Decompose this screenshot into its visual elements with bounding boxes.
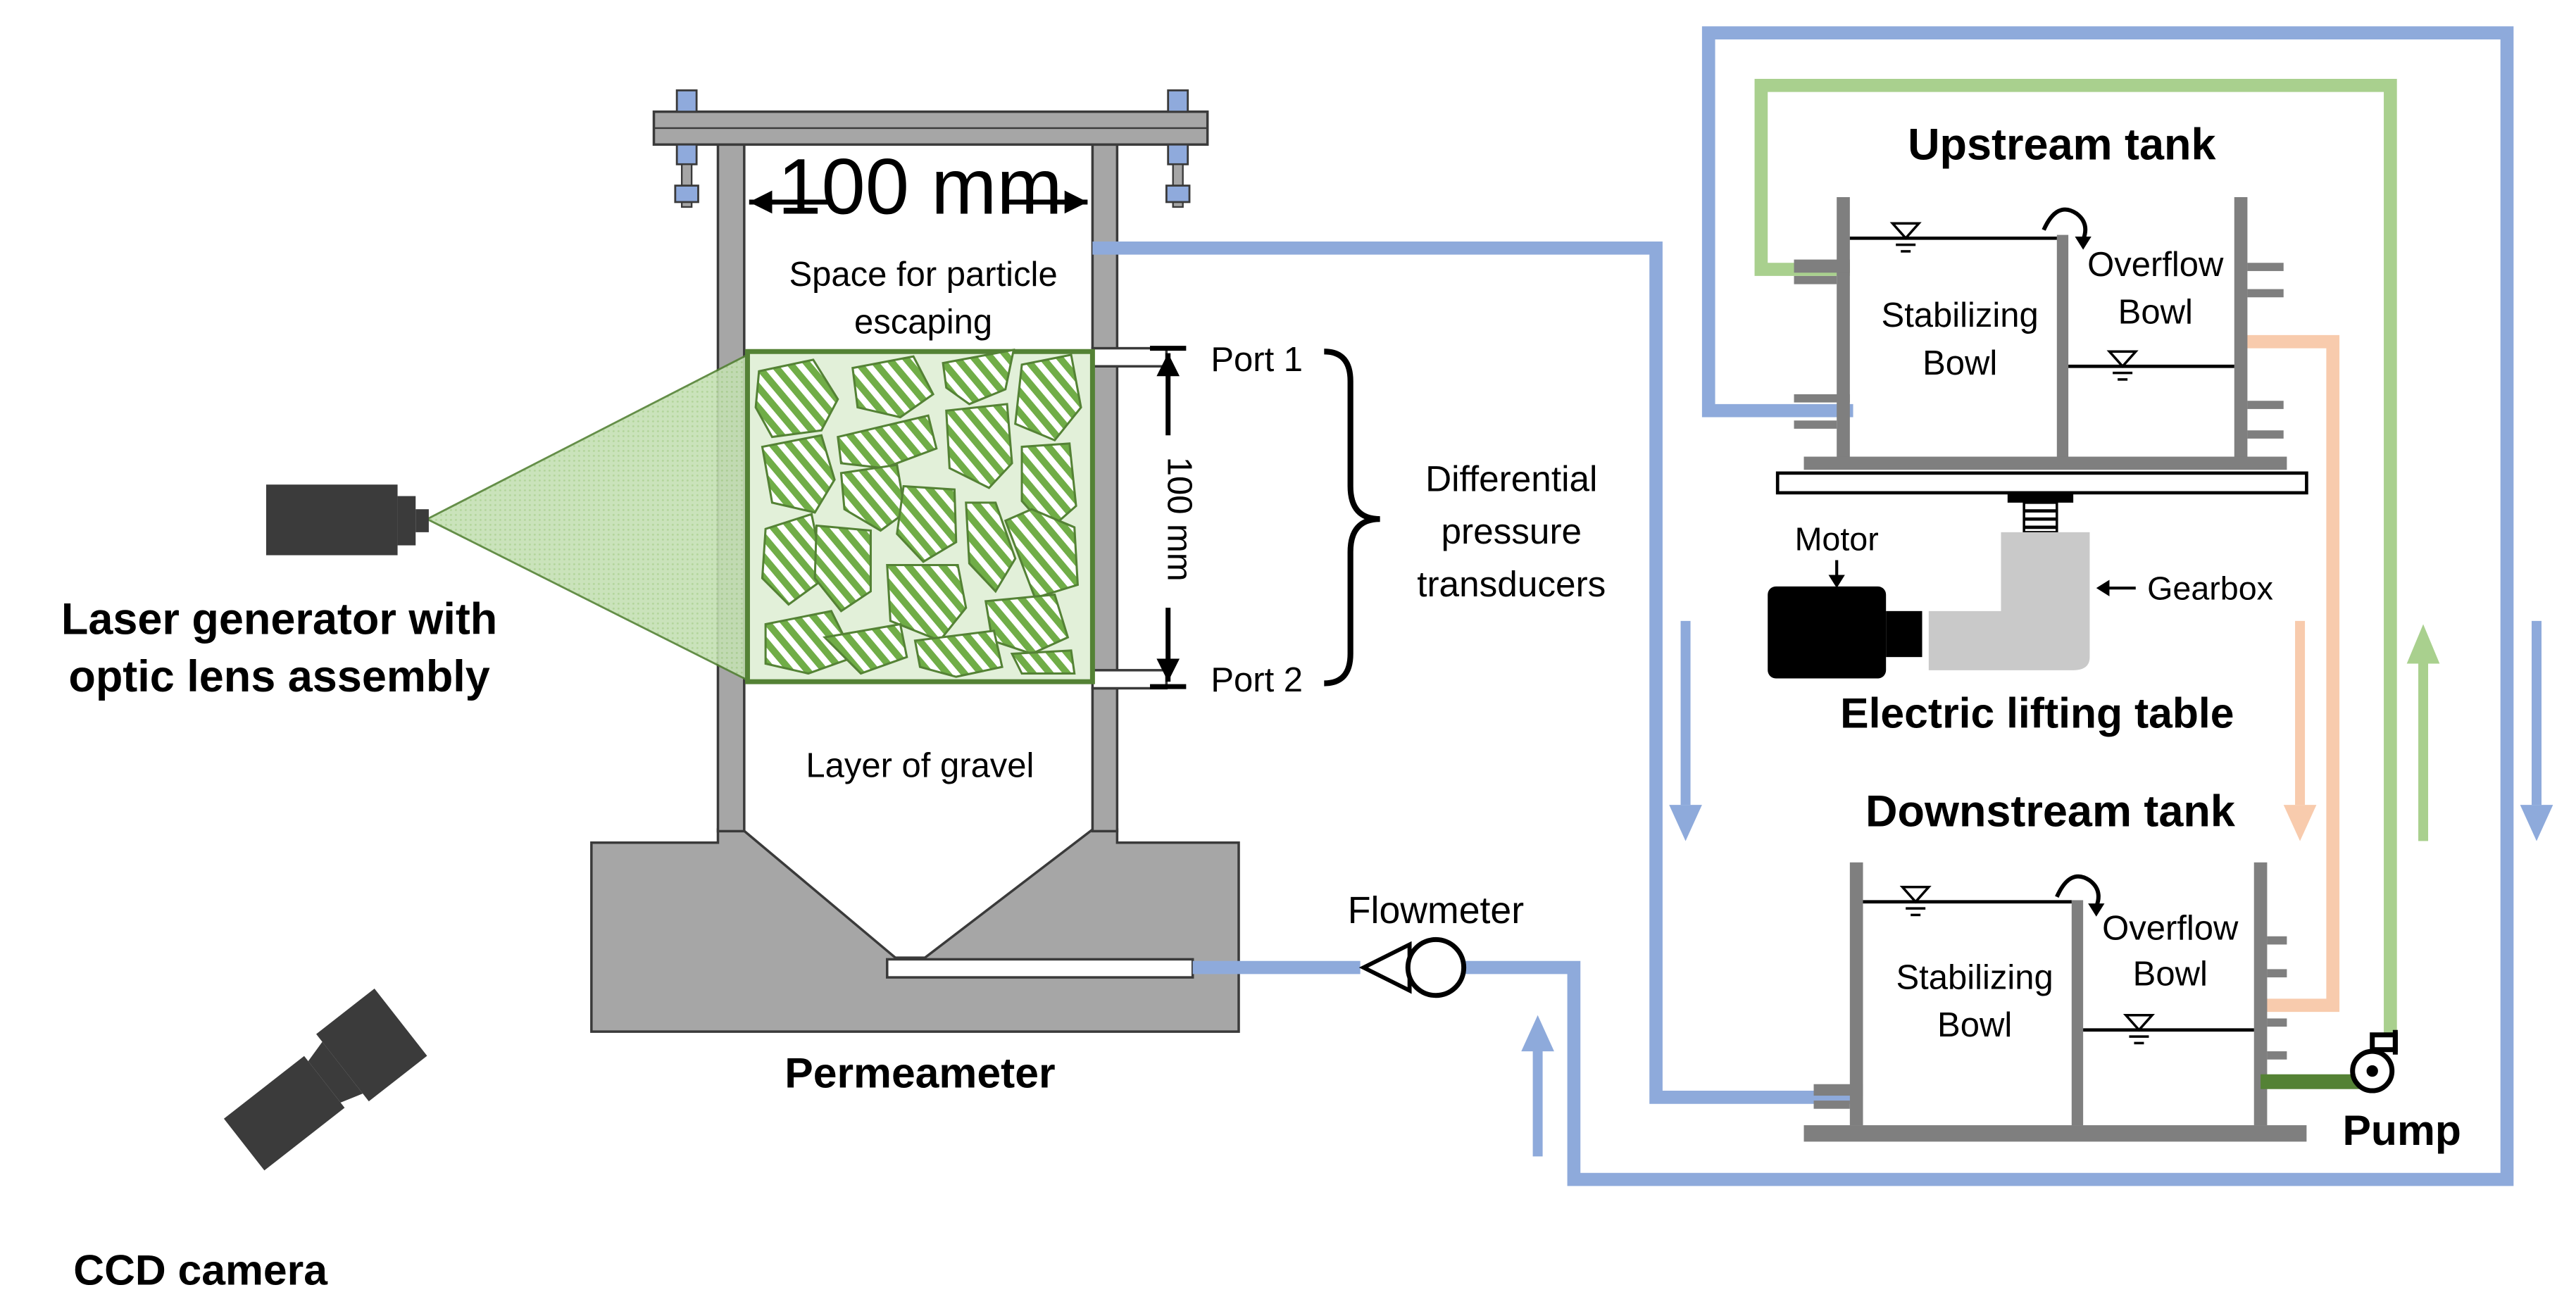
laser-label-2: optic lens assembly	[68, 652, 489, 701]
width-dim-label: 100 mm	[777, 142, 1062, 230]
pump-label: Pump	[2342, 1106, 2461, 1154]
down-stab-label-2: Bowl	[1937, 1006, 2012, 1044]
down-over-label-2: Bowl	[2133, 955, 2208, 994]
width-dimension: 100 mm	[749, 142, 1088, 230]
water-level-icon	[1899, 886, 1932, 917]
gravel-label: Layer of gravel	[806, 746, 1034, 784]
laser-generator-icon	[265, 484, 429, 556]
motor-icon	[1768, 586, 1922, 679]
upstream-tank	[1794, 196, 2287, 470]
bolt-icon	[1165, 89, 1191, 208]
downstream-tank	[1803, 862, 2307, 1142]
soil-particles	[754, 349, 1082, 678]
overflow-arrow-icon	[2042, 207, 2092, 250]
pump-icon	[2350, 1029, 2398, 1093]
dpt-label-1: Differential	[1425, 459, 1597, 499]
ccd-label: CCD camera	[73, 1246, 328, 1293]
overflow-arrow-icon	[2055, 874, 2105, 917]
permeameter-outlet	[886, 958, 1194, 979]
permeameter-base	[590, 828, 1240, 1033]
permeameter-label: Permeameter	[784, 1048, 1055, 1096]
port-1-stub	[1091, 346, 1168, 368]
ccd-camera-icon	[223, 988, 427, 1171]
dpt-label-2: pressure	[1441, 511, 1582, 551]
lifting-table-label: Electric lifting table	[1840, 689, 2234, 737]
gearbox-icon	[1928, 532, 2090, 670]
space-label-1: Space for particle	[789, 256, 1058, 294]
orange-pipe	[2244, 334, 2340, 1013]
flowmeter-icon	[1358, 936, 1467, 998]
lift-screw	[2022, 501, 2058, 534]
water-level-icon	[2122, 1013, 2156, 1045]
down-over-label-1: Overflow	[2102, 909, 2239, 947]
space-label-2: escaping	[854, 303, 992, 341]
gearbox-label: Gearbox	[2147, 570, 2273, 607]
up-over-label-1: Overflow	[2087, 246, 2224, 284]
transducer-brace	[1324, 349, 1380, 687]
right-wall-middle	[1091, 365, 1119, 673]
flow-arrows	[1521, 620, 2553, 1157]
port-2-label: Port 2	[1211, 661, 1303, 699]
laser-label-1: Laser generator with	[61, 595, 497, 644]
height-dimension: 100 mm	[1150, 346, 1199, 689]
port-1-label: Port 1	[1211, 341, 1303, 379]
green-pipe	[1754, 78, 2397, 1052]
pump-inlet-pipe	[2261, 1074, 2360, 1089]
down-stab-label-1: Stabilizing	[1896, 958, 2053, 996]
up-stab-label-2: Bowl	[1922, 344, 1997, 382]
right-wall-lower	[1091, 687, 1119, 833]
water-level-icon	[1889, 222, 1922, 253]
upstream-label: Upstream tank	[1908, 120, 2216, 169]
bolt-icon	[674, 89, 699, 208]
blue-pipes	[1092, 26, 2514, 1186]
lifting-table-top	[1775, 471, 2308, 495]
water-level-icon	[2106, 350, 2139, 381]
height-dim-label: 100 mm	[1161, 457, 1199, 582]
motor-label: Motor	[1795, 521, 1879, 558]
up-over-label-2: Bowl	[2118, 294, 2193, 332]
dpt-label-3: transducers	[1417, 564, 1606, 604]
downstream-label: Downstream tank	[1865, 787, 2236, 836]
flowmeter-label: Flowmeter	[1348, 889, 1524, 932]
up-stab-label-1: Stabilizing	[1882, 296, 2039, 334]
